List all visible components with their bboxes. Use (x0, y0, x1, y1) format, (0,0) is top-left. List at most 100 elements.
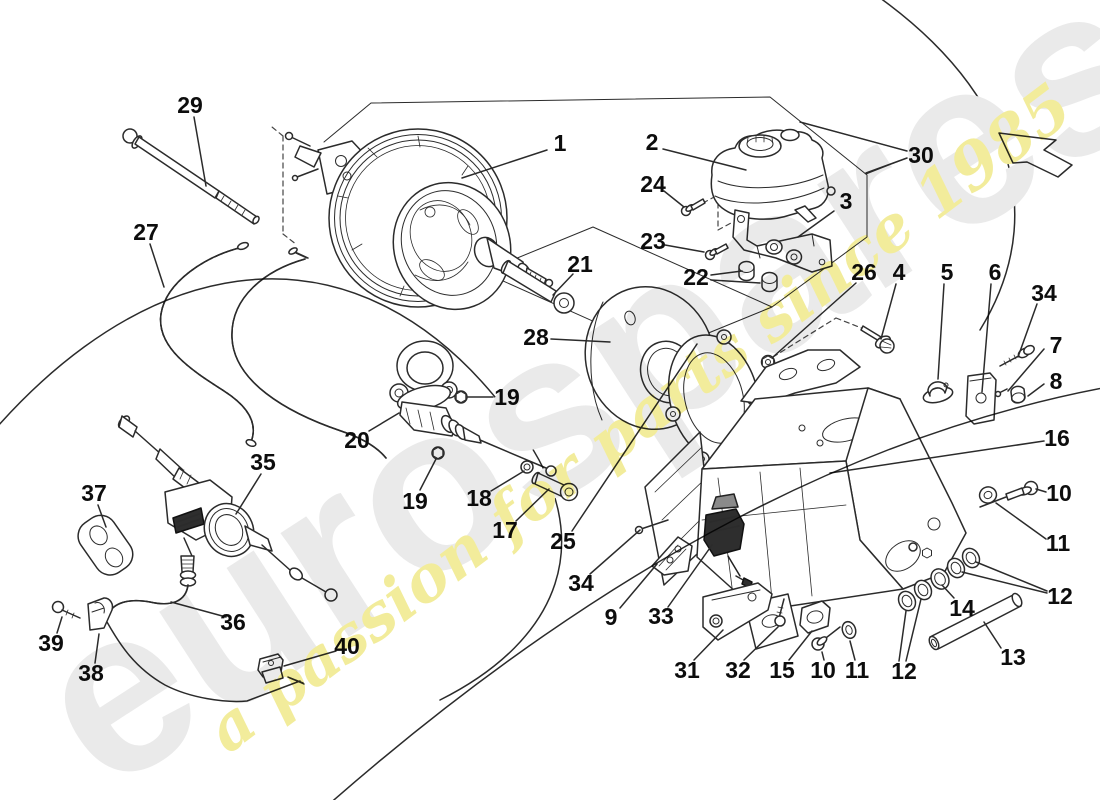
part-13-pin (928, 592, 1023, 651)
part-31-stop-bracket (702, 582, 773, 641)
part-label-37: 37 (81, 480, 107, 506)
leader-line-19 (419, 458, 437, 491)
leader-line-12 (961, 571, 1048, 594)
part-label-27: 27 (133, 219, 159, 245)
part-36-clutch-hose (106, 555, 305, 703)
part-label-19: 19 (494, 384, 520, 410)
part-label-7: 7 (1050, 332, 1063, 358)
leader-line-38 (94, 633, 100, 664)
part-label-8: 8 (1050, 368, 1063, 394)
part-label-13: 13 (1000, 644, 1026, 670)
part-label-12: 12 (1047, 583, 1073, 609)
part-label-5: 5 (941, 259, 954, 285)
leader-line-30 (865, 157, 908, 174)
part-12-14-grommets (897, 547, 981, 612)
part-27-vacuum-hose (159, 241, 387, 459)
part-label-22: 22 (683, 264, 709, 290)
part-3-reservoir-bracket (732, 209, 833, 273)
part-label-29: 29 (177, 92, 203, 118)
part-39-bolt (51, 600, 81, 619)
part-40-line-clip (257, 653, 284, 684)
part-label-36: 36 (220, 609, 246, 635)
leader-line-9 (619, 563, 658, 609)
leader-line-34 (1017, 303, 1038, 358)
leader-line-14 (941, 584, 955, 599)
part-label-6: 6 (989, 259, 1002, 285)
part-label-15: 15 (769, 657, 795, 683)
leader-line-13 (983, 621, 1002, 649)
leader-line-5 (937, 283, 945, 380)
leader-line-33 (667, 544, 713, 608)
part-label-23: 23 (640, 228, 666, 254)
leader-line-6 (981, 283, 992, 393)
part-16-pedal-bracket (644, 349, 967, 650)
part-11-washer-upper (978, 486, 998, 504)
part-label-19: 19 (402, 488, 428, 514)
part-20-pushrod-pump (389, 340, 557, 477)
leader-line-32 (743, 626, 779, 661)
part-7-screw (994, 388, 1008, 398)
part-label-2: 2 (646, 129, 659, 155)
leader-line-12 (975, 561, 1048, 592)
part-19-nut-upper (454, 390, 468, 404)
leader-line-4 (880, 283, 897, 340)
part-38-clamp (87, 597, 114, 631)
part-15-bushing (799, 600, 831, 634)
leader-line-8 (1027, 383, 1045, 397)
part-label-9: 9 (605, 604, 618, 630)
part-17-pin (531, 471, 579, 502)
part-32-bolt (774, 598, 786, 627)
part-label-12: 12 (891, 658, 917, 684)
leader-line-34 (589, 529, 641, 575)
part-label-10: 10 (1046, 480, 1072, 506)
part-label-18: 18 (466, 485, 492, 511)
part-2-fluid-reservoir (710, 128, 836, 223)
leader-line-17 (515, 488, 550, 522)
leader-line-12 (905, 598, 922, 662)
leader-line-15 (788, 630, 813, 661)
leader-line-36 (170, 601, 227, 618)
leader-line-23 (664, 244, 705, 253)
leader-line-40 (283, 650, 337, 667)
leader-line-21 (552, 273, 574, 296)
leader-line-1 (461, 149, 548, 179)
part-35-master-cylinder (117, 415, 338, 602)
leader-line-11 (849, 640, 856, 661)
direction-arrow-icon (998, 132, 1073, 178)
leader-line-3 (797, 210, 835, 238)
part-10-bolt-upper (979, 480, 1039, 508)
part-9-wedge-bracket (651, 536, 693, 576)
part-10-bolt-lower (811, 626, 841, 651)
leader-line-30 (799, 121, 908, 152)
part-label-31: 31 (674, 657, 700, 683)
leader-line-39 (56, 616, 63, 634)
part-1-brake-booster (284, 128, 554, 311)
part-label-32: 32 (725, 657, 751, 683)
part-label-4: 4 (893, 259, 906, 285)
part-label-28: 28 (523, 324, 549, 350)
leader-line-27 (149, 243, 165, 288)
part-label-3: 3 (840, 188, 853, 214)
leader-line-35 (235, 473, 262, 515)
part-label-35: 35 (250, 449, 276, 475)
part-label-40: 40 (334, 633, 360, 659)
part-34-screw-right (999, 344, 1035, 367)
part-29-bolt (122, 128, 260, 225)
part-24-bolt (680, 198, 706, 217)
leader-line-22 (710, 279, 761, 284)
part-label-26: 26 (851, 259, 877, 285)
leader-line-18 (490, 470, 525, 492)
part-label-11: 11 (1046, 530, 1071, 556)
part-6-plate (965, 372, 997, 425)
part-4-bolt (860, 325, 895, 354)
leader-line-29 (193, 116, 207, 187)
part-label-39: 39 (38, 630, 64, 656)
part-19-nut-lower (431, 446, 445, 460)
leader-line-2 (662, 148, 747, 171)
leader-line-26 (772, 282, 857, 358)
part-label-16: 16 (1044, 425, 1070, 451)
part-11-washer-lower (841, 620, 857, 640)
leader-line-20 (368, 412, 400, 432)
